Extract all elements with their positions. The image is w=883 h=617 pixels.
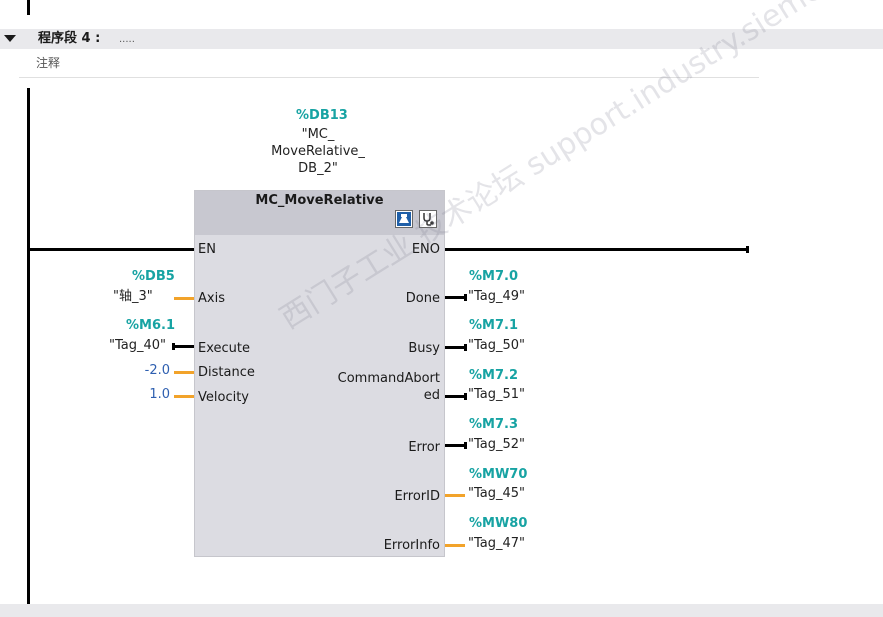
errorid-address[interactable]: %MW70 (469, 467, 528, 482)
pin-errorid[interactable]: ErrorID (394, 489, 440, 504)
error-wire-end (464, 442, 467, 449)
done-address[interactable]: %M7.0 (469, 269, 518, 284)
errorinfo-wire (445, 544, 465, 547)
diagnostics-icon[interactable] (419, 210, 437, 228)
distance-value[interactable]: -2.0 (144, 363, 170, 378)
distance-wire (174, 371, 194, 374)
pin-errorinfo[interactable]: ErrorInfo (383, 538, 440, 553)
eno-wire-end (746, 246, 749, 253)
next-network-header[interactable] (0, 604, 883, 617)
execute-wire-start (172, 343, 175, 350)
network-title[interactable]: 程序段 4 : (38, 31, 101, 46)
pin-done[interactable]: Done (405, 291, 440, 306)
axis-address[interactable]: %DB5 (132, 269, 175, 284)
stethoscope-icon (423, 213, 434, 226)
execute-wire (174, 345, 194, 348)
errorinfo-address[interactable]: %MW80 (469, 516, 528, 531)
busy-wire (445, 346, 465, 349)
pin-axis[interactable]: Axis (198, 291, 225, 306)
previous-network-rail (27, 0, 30, 15)
instance-db-name-line3: DB_2" (298, 161, 338, 176)
function-block-type-name: MC_MoveRelative (255, 193, 384, 208)
network-comment-label: 注释 (36, 56, 61, 70)
done-wire-end (464, 294, 467, 301)
axis-wire (174, 297, 194, 300)
errorinfo-tag[interactable]: "Tag_47" (468, 536, 526, 551)
pin-velocity[interactable]: Velocity (198, 390, 249, 405)
instance-db-name-line2: MoveRelative_ (271, 144, 365, 159)
execute-address[interactable]: %M6.1 (126, 318, 175, 333)
axis-tag[interactable]: "轴_3" (113, 289, 153, 304)
busy-tag[interactable]: "Tag_50" (468, 338, 526, 353)
done-wire (445, 296, 465, 299)
done-tag[interactable]: "Tag_49" (468, 289, 526, 304)
instance-db-name-line1: "MC_ (301, 127, 335, 142)
commandaborted-tag[interactable]: "Tag_51" (468, 387, 526, 402)
pin-execute[interactable]: Execute (198, 341, 250, 356)
velocity-wire (174, 395, 194, 398)
pin-eno[interactable]: ENO (411, 242, 440, 257)
busy-wire-end (464, 344, 467, 351)
pin-commandaborted-line1[interactable]: CommandAbort (337, 371, 440, 386)
download-icon-graphic (397, 212, 411, 226)
error-address[interactable]: %M7.3 (469, 417, 518, 432)
download-icon[interactable] (395, 210, 413, 228)
pin-error[interactable]: Error (408, 440, 440, 455)
pin-en[interactable]: EN (198, 242, 216, 257)
commandaborted-wire (445, 395, 465, 398)
en-wire (30, 248, 194, 251)
pin-busy[interactable]: Busy (408, 341, 440, 356)
commandaborted-wire-end (464, 393, 467, 400)
network-header[interactable]: 程序段 4 : ..... (0, 29, 883, 49)
velocity-value[interactable]: 1.0 (149, 387, 170, 402)
busy-address[interactable]: %M7.1 (469, 318, 518, 333)
function-block[interactable] (194, 190, 445, 557)
eno-wire (445, 248, 748, 251)
left-power-rail (27, 88, 30, 604)
pin-commandaborted-line2[interactable]: ed (423, 388, 440, 403)
network-title-placeholder[interactable]: ..... (119, 34, 135, 45)
error-wire (445, 444, 465, 447)
instance-db-address[interactable]: %DB13 (296, 108, 348, 123)
errorid-wire (445, 494, 465, 497)
collapse-triangle-icon[interactable] (4, 35, 16, 42)
network-comment-field[interactable]: 注释 (19, 53, 759, 78)
errorid-tag[interactable]: "Tag_45" (468, 486, 526, 501)
pin-distance[interactable]: Distance (198, 365, 255, 380)
execute-tag[interactable]: "Tag_40" (109, 338, 167, 353)
commandaborted-address[interactable]: %M7.2 (469, 368, 518, 383)
error-tag[interactable]: "Tag_52" (468, 437, 526, 452)
